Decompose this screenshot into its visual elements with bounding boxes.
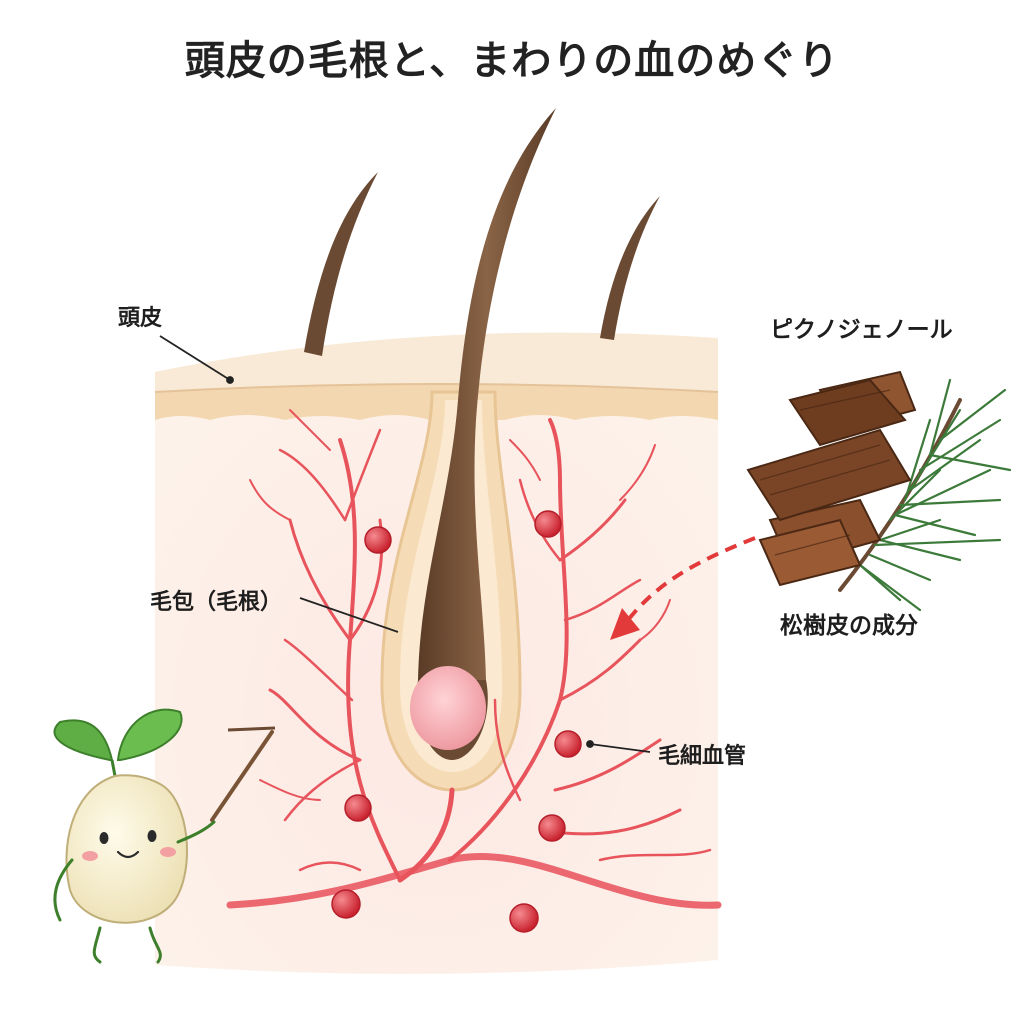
mascot-leaf-right: [116, 708, 183, 761]
scalp-surface: [155, 332, 718, 392]
capillary-leader-dot: [586, 740, 594, 748]
mascot-leg-left: [92, 926, 102, 964]
page-title: 頭皮の毛根と、まわりの血のめぐり: [184, 38, 840, 84]
blood-cells: [331, 510, 582, 933]
seed-mascot: [53, 708, 276, 964]
mascot-cheek-right: [160, 847, 176, 857]
blood-cell: [364, 526, 392, 554]
label-scalp: 頭皮: [118, 306, 163, 331]
label-follicle: 毛包（毛根）: [150, 590, 283, 615]
blood-cell: [331, 889, 361, 919]
mascot-cheek-left: [82, 851, 98, 861]
hair-bulb-papilla: [410, 666, 486, 750]
mascot-eye-right: [147, 830, 157, 842]
left-hair: [304, 172, 378, 356]
blood-cell: [509, 903, 539, 933]
main-hair-shaft: [418, 108, 556, 680]
pointer-stick: [210, 730, 274, 822]
pine-bark-illustration: [746, 370, 1012, 612]
blood-cell: [554, 730, 582, 758]
label-ingredient-name: ピクノジェノール: [770, 317, 953, 343]
scalp-leader-dot: [226, 376, 234, 384]
leader-lines: [159, 335, 651, 753]
right-hair: [600, 196, 660, 340]
mascot-pointer-stick: [227, 726, 276, 732]
capillary-leader-line: [589, 743, 651, 753]
ingredient-flow-arrow: [610, 536, 756, 640]
bark-chunk: [788, 378, 907, 447]
mascot-leaf-left: [53, 719, 114, 761]
mascot-smile: [116, 850, 140, 859]
mascot-eye-left: [99, 832, 109, 844]
bark-chunk: [758, 518, 862, 587]
label-capillary: 毛細血管: [658, 744, 747, 769]
blood-cell: [538, 814, 566, 842]
mascot-arm-left: [53, 858, 74, 922]
blood-cell: [344, 794, 372, 822]
label-ingredient-source: 松樹皮の成分: [780, 613, 918, 639]
follicle-leader-line: [299, 597, 399, 633]
bark-chunk: [746, 428, 912, 522]
mascot-body: [65, 774, 188, 924]
blood-cell: [534, 510, 562, 538]
mascot-arm-right: [176, 820, 216, 844]
mascot-leg-right: [148, 926, 162, 964]
capillary-network: [226, 409, 722, 909]
scalp-leader-line: [159, 335, 231, 381]
pine-needles: [838, 378, 1012, 612]
